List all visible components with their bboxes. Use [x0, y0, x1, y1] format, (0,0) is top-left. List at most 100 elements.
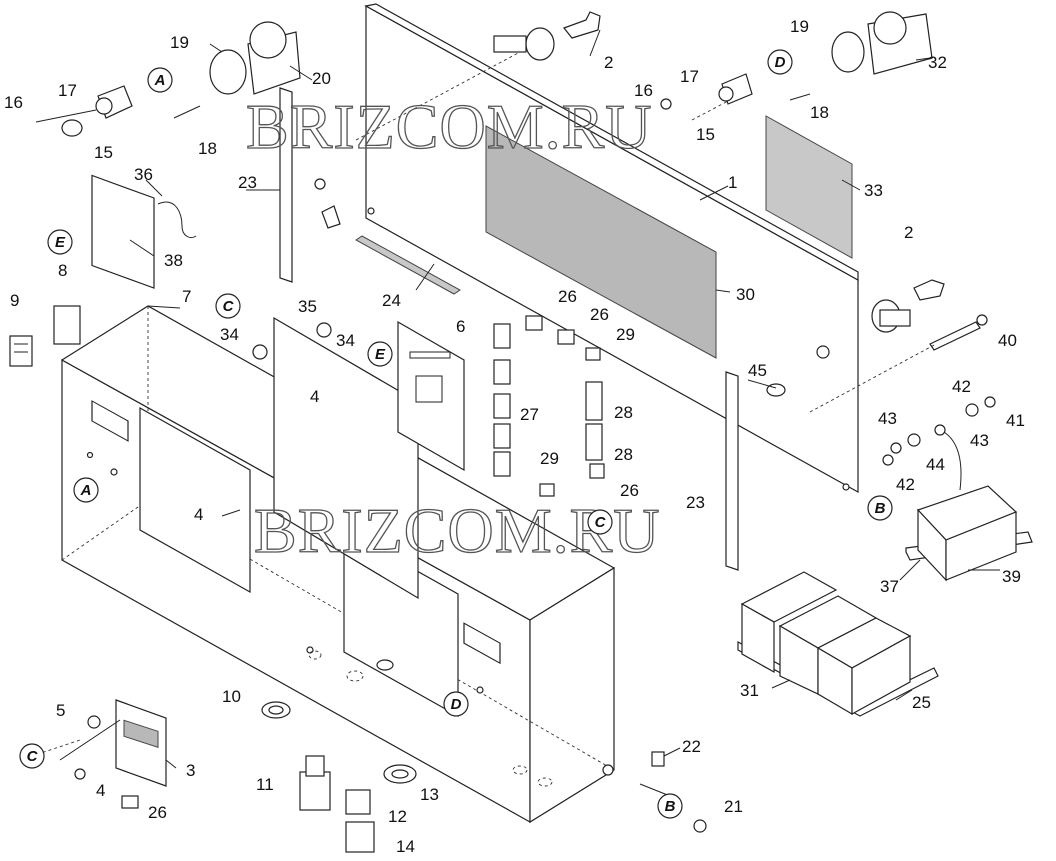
- part-label: 13: [420, 785, 439, 804]
- leader-lines: [19, 29, 1000, 801]
- bin-tray-37-39: [905, 485, 1033, 582]
- part-label: 15: [94, 143, 113, 162]
- reference-markers: A A B B C C C D D E E: [19, 49, 893, 819]
- part-label: 8: [58, 261, 67, 280]
- part-label: 29: [616, 325, 635, 344]
- lock-top: [493, 11, 601, 61]
- part-label: 26: [620, 481, 639, 500]
- strips: [279, 87, 739, 571]
- terminal-9: [9, 335, 33, 367]
- part-label: 44: [926, 455, 945, 474]
- part-label: 5: [56, 701, 65, 720]
- part-label: 41: [1006, 411, 1025, 430]
- part-label: 36: [134, 165, 153, 184]
- strip-23-left: [279, 87, 293, 283]
- part-label: 7: [182, 287, 191, 306]
- part-label: 16: [4, 93, 23, 112]
- part-label: 20: [312, 69, 331, 88]
- part-label: 33: [864, 181, 883, 200]
- part-label: 35: [298, 297, 317, 316]
- marker-c-1: C: [215, 293, 241, 319]
- marker-d-2: D: [443, 691, 469, 717]
- svg-text:C: C: [595, 514, 607, 531]
- circuit-boards: [91, 174, 465, 600]
- front-panel: [364, 3, 859, 494]
- controller-3: [74, 699, 167, 809]
- part-label: 12: [388, 807, 407, 826]
- part-label: 38: [164, 251, 183, 270]
- part-label: 1: [728, 173, 737, 192]
- connectors: [493, 315, 605, 497]
- board-38: [91, 174, 155, 289]
- svg-text:E: E: [375, 346, 386, 363]
- svg-text:C: C: [223, 298, 235, 315]
- part-label: 2: [904, 223, 913, 242]
- svg-text:B: B: [875, 500, 886, 517]
- part-label: 4: [310, 387, 319, 406]
- part-label: 42: [896, 475, 915, 494]
- svg-text:E: E: [55, 234, 66, 251]
- marker-b-2: B: [657, 793, 683, 819]
- part-label: 37: [880, 577, 899, 596]
- marker-b-1: B: [867, 495, 893, 521]
- part-label: 26: [148, 803, 167, 822]
- part-number-labels: 1 2 2 3 4 4 4 5 6 7 8 9 10 11 12 13 14 1…: [4, 17, 1025, 856]
- rear-cutout-left: [139, 406, 251, 594]
- part-label: 21: [724, 797, 743, 816]
- part-label: 24: [382, 291, 401, 310]
- part-label: 6: [456, 317, 465, 336]
- strip-24: [355, 235, 461, 295]
- knob-assembly-right: [660, 11, 933, 110]
- marker-a-1: A: [147, 67, 173, 93]
- mounting-plate-35: [273, 316, 419, 600]
- part-label: 23: [238, 173, 257, 192]
- part-label: 17: [58, 81, 77, 100]
- part-label: 23: [686, 493, 705, 512]
- display-window: [485, 125, 717, 359]
- part-22: [651, 751, 665, 767]
- control-board-6: [397, 320, 465, 472]
- fasteners-40-44: [882, 314, 996, 491]
- part-label: 30: [736, 285, 755, 304]
- part-label: 4: [96, 781, 105, 800]
- part-label: 25: [912, 693, 931, 712]
- bin-tray-31-25: [737, 571, 939, 717]
- part-label: 4: [194, 505, 203, 524]
- part-label: 43: [970, 431, 989, 450]
- part-label: 16: [634, 81, 653, 100]
- part-label: 14: [396, 837, 415, 856]
- part-label: 18: [810, 103, 829, 122]
- svg-text:D: D: [451, 696, 462, 713]
- knob-assembly-left: [35, 21, 301, 137]
- marker-c-3: C: [19, 743, 45, 769]
- marker-d-1: D: [767, 49, 793, 75]
- part-label: 10: [222, 687, 241, 706]
- svg-text:D: D: [775, 54, 786, 71]
- part-label: 31: [740, 681, 759, 700]
- watermark-top: BRIZCOM.RU: [246, 91, 653, 162]
- part-label: 29: [540, 449, 559, 468]
- marker-e-1: E: [47, 229, 73, 255]
- part-label: 32: [928, 53, 947, 72]
- part-label: 19: [790, 17, 809, 36]
- svg-text:B: B: [665, 798, 676, 815]
- part-label: 28: [614, 403, 633, 422]
- strip-23-right: [725, 371, 739, 571]
- svg-text:A: A: [80, 482, 92, 499]
- part-label: 9: [10, 291, 19, 310]
- part-label: 43: [878, 409, 897, 428]
- part-label: 39: [1002, 567, 1021, 586]
- part-label: 18: [198, 139, 217, 158]
- lock-side: [871, 279, 945, 333]
- label-plate: [765, 115, 853, 259]
- part-label: 3: [186, 761, 195, 780]
- housing-box: [60, 305, 616, 824]
- part-label: 2: [604, 53, 613, 72]
- svg-text:A: A: [154, 72, 166, 89]
- part-label: 28: [614, 445, 633, 464]
- part-label: 15: [696, 125, 715, 144]
- part-label: 26: [558, 287, 577, 306]
- cable-glands: [261, 701, 417, 853]
- part-label: 34: [336, 331, 355, 350]
